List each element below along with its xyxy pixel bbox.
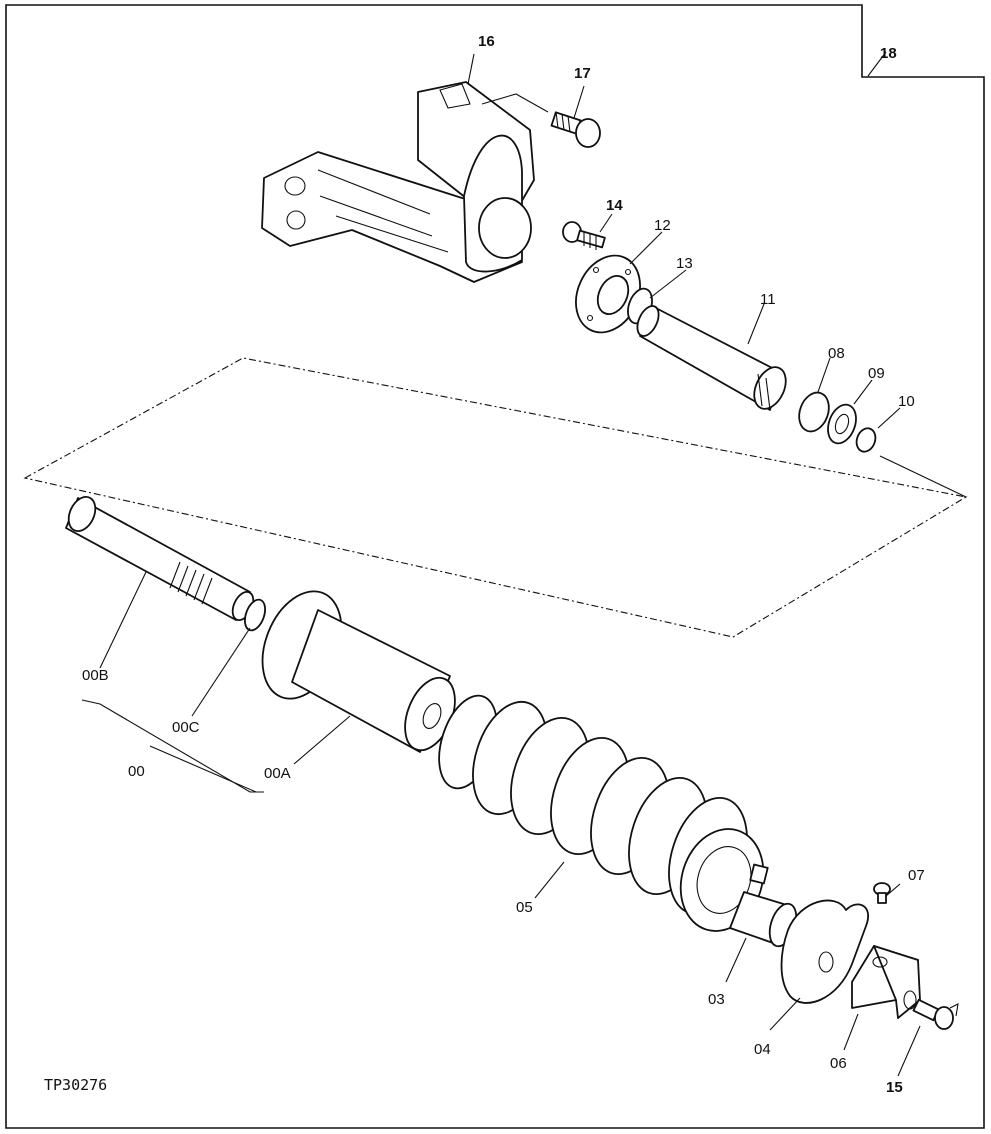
valve-part-15 — [912, 998, 959, 1030]
callout-18: 18 — [880, 45, 897, 62]
ring-part-09 — [827, 403, 857, 445]
callout-14: 14 — [606, 197, 623, 214]
bolt-part-14 — [562, 221, 606, 250]
ring-part-08 — [798, 391, 830, 433]
callout-04: 04 — [754, 1041, 771, 1058]
callout-17: 17 — [574, 65, 591, 82]
o-ring-part-00C — [244, 598, 266, 632]
fitting-part-07 — [873, 882, 891, 904]
spring-part-05 — [438, 694, 765, 932]
block-part-06 — [851, 945, 921, 1019]
callout-07: 07 — [908, 867, 925, 884]
rod-part-00B — [65, 496, 255, 622]
callout-00: 00 — [128, 763, 145, 780]
callout-00C: 00C — [172, 719, 200, 736]
callout-09: 09 — [868, 365, 885, 382]
cylinder-part-00A — [261, 590, 456, 753]
callout-00A: 00A — [264, 765, 291, 782]
callout-12: 12 — [654, 217, 671, 234]
snap-ring-part-10 — [855, 427, 877, 453]
drawing-frame — [5, 4, 985, 1129]
callout-10: 10 — [898, 393, 915, 410]
flange-part-12 — [575, 254, 641, 334]
callout-13: 13 — [676, 255, 693, 272]
callout-00B: 00B — [82, 667, 109, 684]
bolt-part-17 — [550, 111, 601, 148]
leader-lines — [81, 51, 967, 1077]
callout-05: 05 — [516, 899, 533, 916]
callout-03: 03 — [708, 991, 725, 1008]
callout-16: 16 — [478, 33, 495, 50]
callout-08: 08 — [828, 345, 845, 362]
shaft-part-11 — [636, 305, 787, 411]
figure-reference: TP30276 — [44, 1076, 107, 1094]
callout-15: 15 — [886, 1079, 903, 1096]
plate-part-04 — [780, 899, 869, 1004]
callout-06: 06 — [830, 1055, 847, 1072]
callout-11: 11 — [760, 291, 776, 308]
bracket-part — [261, 81, 535, 283]
